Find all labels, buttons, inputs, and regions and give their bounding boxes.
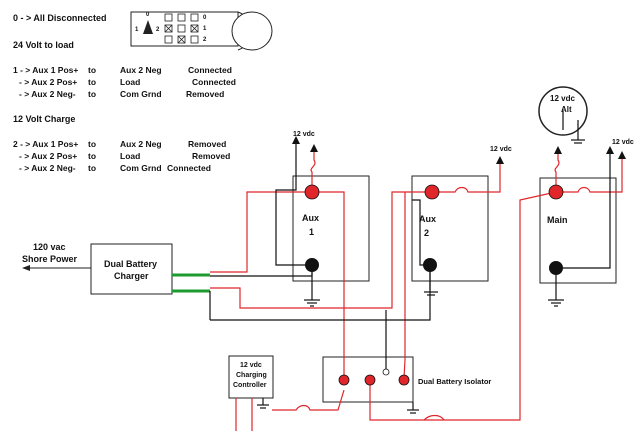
switch-left-2: 2 xyxy=(156,27,160,33)
legend-row-12-3: - > Aux 2 Neg- to Com Grnd Connected xyxy=(19,163,211,173)
battery-aux2-name: Aux xyxy=(419,214,437,224)
battery-main-name: Main xyxy=(547,215,568,225)
legend-row-24-1: 1 - > Aux 1 Pos+ to Aux 2 Neg Connected xyxy=(13,65,232,75)
controller-line2: Charging xyxy=(236,372,267,379)
switch-pos-2: 2 xyxy=(203,37,207,43)
charger-line1: Dual Battery xyxy=(104,259,158,269)
switch-top-label: 0 xyxy=(146,12,150,18)
shore-power-label: Shore Power xyxy=(22,254,78,264)
switch-pos-0: 0 xyxy=(203,15,207,21)
controller-line3: Controller xyxy=(233,382,267,389)
vdc-label-aux2: 12 vdc xyxy=(490,146,512,153)
legend-row-12-2: - > Aux 2 Pos+ to Load Removed xyxy=(19,151,231,161)
legend-row-12-1: 2 - > Aux 1 Pos+ to Aux 2 Neg Removed xyxy=(13,139,227,149)
controller-line1: 12 vdc xyxy=(240,362,262,369)
legend-row-24-2: - > Aux 2 Pos+ to Load Connected xyxy=(19,77,236,87)
switch-pos-1: 1 xyxy=(203,26,207,32)
legend-row-24-3: - > Aux 2 Neg- to Com Grnd Removed xyxy=(19,89,225,99)
isolator-label: Dual Battery Isolator xyxy=(418,377,492,386)
alternator-voltage: 12 vdc xyxy=(550,94,575,103)
selector-switch xyxy=(130,11,273,51)
controller-box xyxy=(228,355,274,399)
switch-left-1: 1 xyxy=(135,27,139,33)
battery-aux1-num: 1 xyxy=(309,227,315,237)
charger-line2: Charger xyxy=(114,271,149,281)
legend-heading-12v: 12 Volt Charge xyxy=(13,114,76,124)
charger-box xyxy=(90,243,173,295)
vdc-label-main: 12 vdc xyxy=(612,139,634,146)
vdc-label-aux1: 12 vdc xyxy=(293,131,315,138)
legend-heading-24v: 24 Volt to load xyxy=(13,40,74,50)
shore-power-voltage: 120 vac xyxy=(33,242,66,252)
alternator-label: Alt xyxy=(561,105,572,114)
terminals xyxy=(304,184,564,386)
battery-aux2-num: 2 xyxy=(424,228,430,238)
legend-all-disconnected: 0 - > All Disconnected xyxy=(13,13,107,23)
battery-aux1-name: Aux xyxy=(302,213,320,223)
